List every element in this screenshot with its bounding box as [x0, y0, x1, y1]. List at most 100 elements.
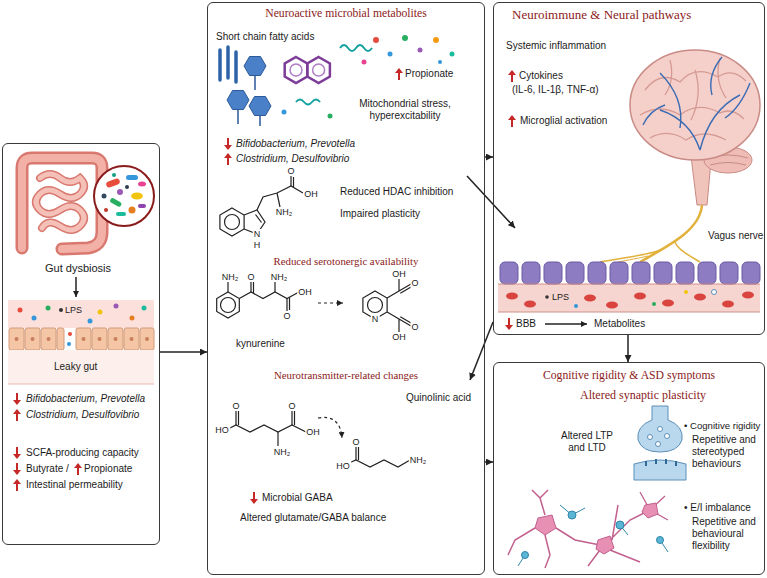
atom-label: OH: [305, 427, 321, 437]
decrease-arrow: [13, 393, 21, 405]
panel-text: Metabolites: [594, 318, 645, 330]
panel-text: SCFA-producing capacity: [26, 447, 139, 459]
atom-label: N: [253, 229, 262, 239]
decrease-arrow: [13, 463, 21, 475]
glutamate-structure: [292, 411, 295, 425]
atom-label: NH₂: [409, 455, 428, 465]
synapse-illustration: [648, 435, 653, 440]
scfa-illustration: [249, 97, 271, 116]
panel-text: Cytokines: [519, 70, 563, 82]
flow-arrow: [545, 323, 587, 324]
scfa-illustration: [433, 37, 439, 43]
bbb-illustration: [574, 304, 578, 308]
bbb-illustration: [500, 262, 518, 284]
increase-arrow: [508, 70, 516, 82]
leaky-gut-illustration: [8, 300, 154, 328]
panel-box: Cognitive rigidity & ASD symptomsAltered…: [493, 362, 765, 575]
leaky-gut-illustration: [114, 337, 118, 341]
bbb-illustration: [662, 300, 674, 307]
atom-label: OH: [391, 332, 407, 342]
connector-arrow: [470, 322, 493, 380]
gaba-structure: [349, 460, 410, 467]
tryptophan-structure: [220, 176, 303, 236]
brain-illustration: [640, 58, 746, 140]
connector-arrow: [485, 156, 493, 158]
scfa-illustration: [373, 37, 379, 43]
vagus-nerve: [675, 242, 700, 262]
scfa-illustration: [296, 100, 320, 105]
atom-label: O: [287, 401, 296, 411]
microbiota-circle: [104, 208, 108, 212]
brain-illustration: [643, 57, 750, 150]
panel-text: BBB: [516, 318, 536, 330]
bbb-illustration: [652, 302, 656, 306]
scfa-illustration: [388, 52, 393, 57]
glutamate-structure: [228, 411, 306, 446]
figure-label: Quinolinic acid: [406, 392, 471, 404]
bbb-illustration: [498, 284, 760, 312]
panel-box: Neuroimmune & Neural pathwaysSystemic in…: [493, 2, 765, 335]
glutamate-structure: [236, 411, 239, 425]
scfa-illustration: [282, 110, 287, 115]
conversion-arrow: [318, 417, 342, 438]
leaky-gut-illustration: [76, 328, 91, 350]
tryptophan-structure: [220, 208, 244, 236]
scfa-illustration: [362, 60, 367, 65]
bbb-illustration: [654, 262, 672, 284]
gaba-structure: [349, 447, 410, 467]
atom-label: HO: [214, 425, 230, 435]
kynurenine-structure: [217, 292, 240, 318]
leaky-gut-illustration: [57, 328, 64, 350]
microbiota-circle: [138, 182, 146, 187]
microbiota-circle: [109, 197, 122, 207]
leaky-gut-illustration: [9, 328, 24, 350]
microbiota-circle: [129, 207, 136, 214]
intestine-illustration: [22, 158, 102, 249]
panel-text: • E/I imbalance: [684, 502, 751, 514]
scfa-illustration: [238, 76, 260, 126]
increase-arrow: [13, 409, 21, 421]
bbb-illustration: [742, 292, 754, 299]
atom-label: NH₂: [270, 272, 289, 282]
scfa-illustration: [285, 57, 308, 83]
microbiota-circle: [117, 189, 123, 195]
intestine-illustration: [36, 174, 84, 230]
microbiota-circle: [125, 185, 129, 189]
leaky-gut-illustration: [140, 328, 154, 350]
panel-text: Intestinal permeability: [26, 479, 123, 491]
figure-label: kynurenine: [236, 338, 285, 350]
leaky-gut-illustration: [108, 328, 123, 350]
panel-text: Propionate: [405, 68, 453, 80]
intestine-illustration: [22, 158, 102, 249]
leaky-gut-illustration: [114, 304, 119, 309]
kynurenine-structure: [251, 281, 254, 293]
bbb-illustration: [610, 262, 628, 284]
bbb-illustration: [545, 295, 549, 299]
leaky-gut-illustration: [8, 350, 154, 384]
neuron-network: [522, 552, 529, 559]
bbb-illustration: [632, 262, 650, 284]
panel-text: Clostridium, Desulfovibrio: [236, 153, 349, 165]
synapse-illustration: [658, 427, 663, 432]
atom-label: H: [253, 240, 262, 250]
panel-heading: Neuroactive microbial metabolites: [208, 6, 484, 22]
intestine-illustration: [22, 158, 102, 249]
panel-text: Clostridium, Desulfovibrio: [26, 409, 139, 421]
connector-arrow: [467, 176, 515, 228]
figure-label: LPS: [552, 292, 569, 302]
kynurenine-structure: [274, 282, 275, 292]
scfa-illustration: [402, 35, 408, 41]
leaky-gut-illustration: [31, 337, 35, 341]
connector-arrow: [485, 461, 493, 463]
scfa-illustration: [313, 64, 325, 76]
kynurenine-structure: [227, 282, 228, 292]
leaky-gut-illustration: [130, 316, 135, 321]
neuron-network: [568, 511, 576, 519]
bbb-illustration: [566, 262, 584, 284]
panel-text: Short chain fatty acids: [216, 31, 314, 43]
leaky-gut-illustration: [47, 337, 51, 341]
scfa-illustration: [340, 45, 372, 51]
neuron-network: [588, 505, 650, 566]
connector-arrow: [160, 351, 207, 353]
